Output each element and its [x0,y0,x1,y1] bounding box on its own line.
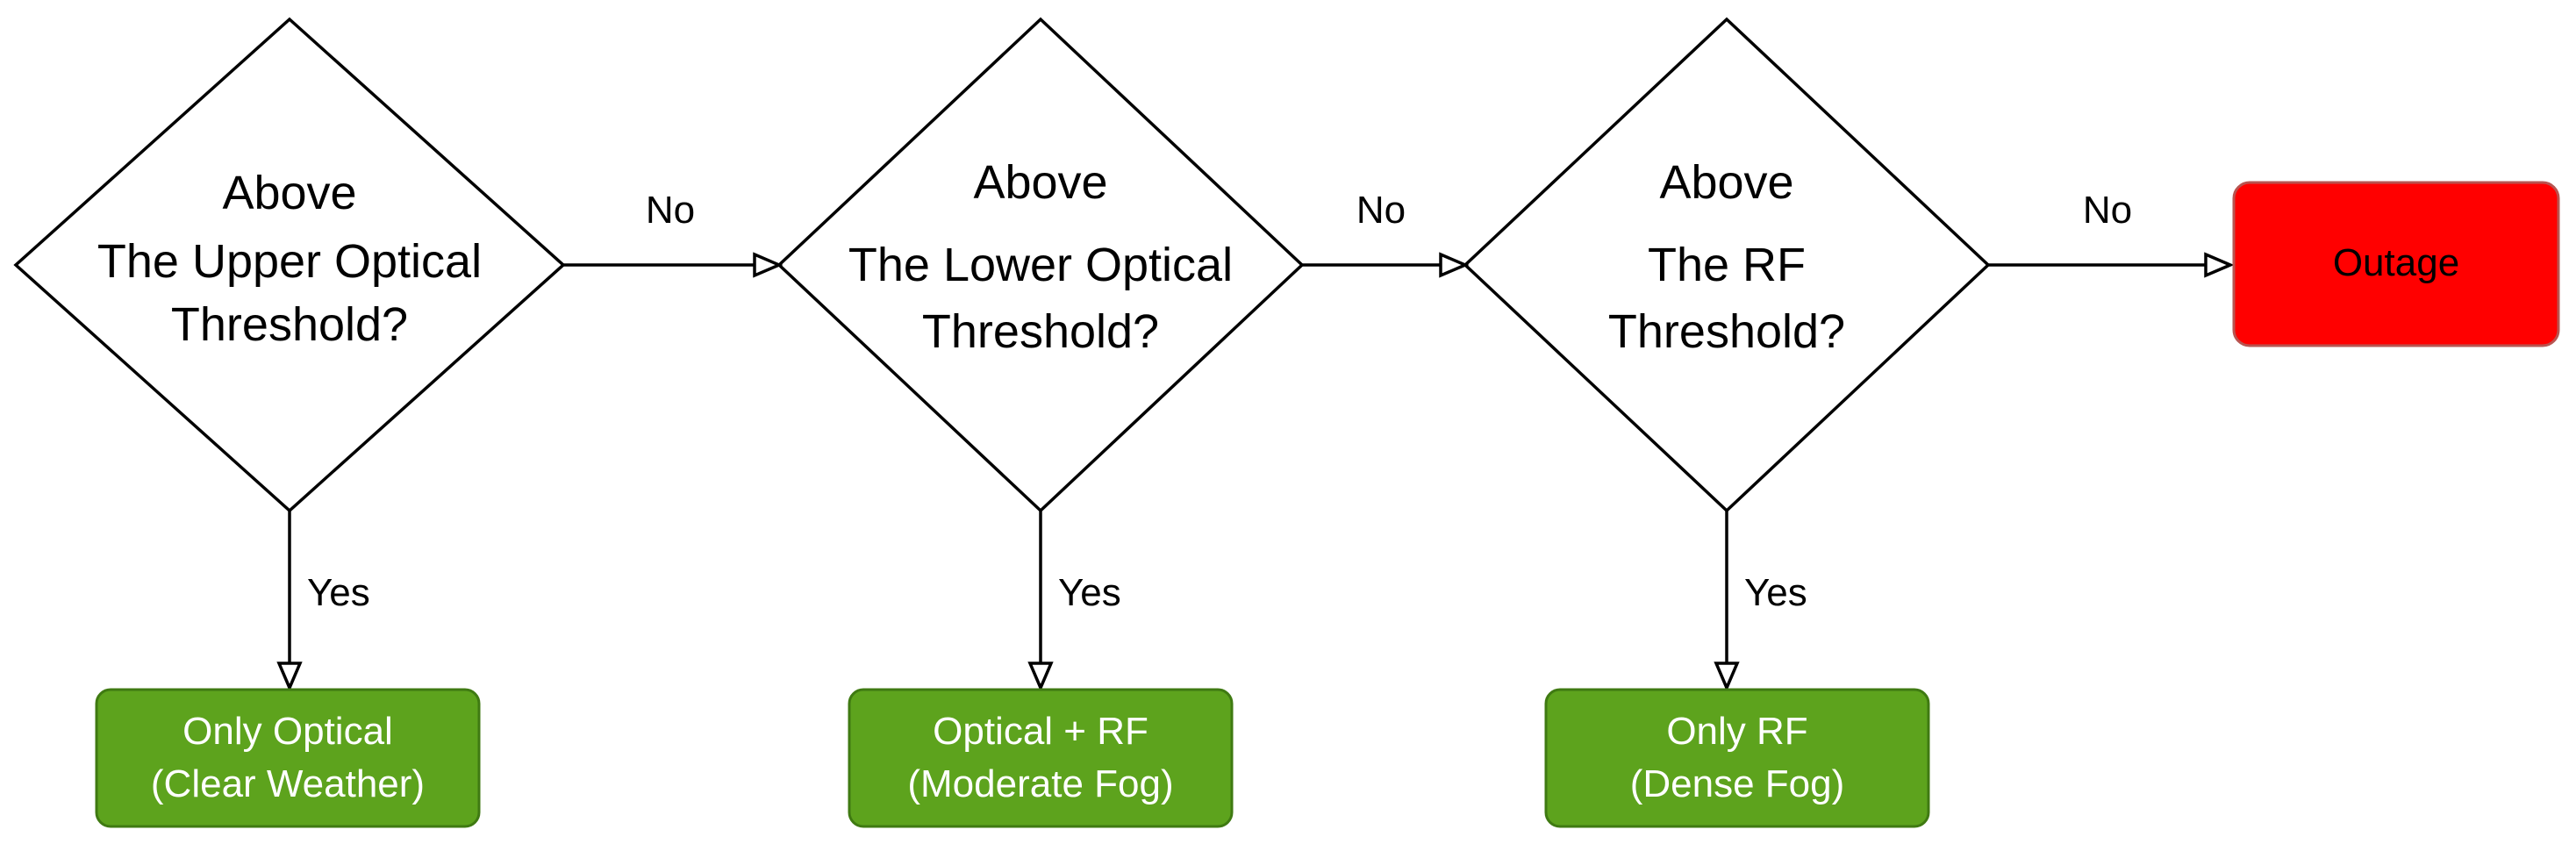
no-label: No [646,189,695,232]
no-label: No [1356,189,1406,232]
result-only-rf: Only RF (Dense Fog) [1544,688,1930,828]
result-box [1544,688,1930,828]
result-label-line: (Moderate Fog) [907,762,1173,805]
outage-terminal: Outage [2232,181,2560,347]
decision-label-line: Threshold? [171,298,408,351]
yes-label: Yes [307,571,370,614]
arrowhead-icon [1714,662,1740,692]
decision-label-line: The Upper Optical [97,235,482,288]
outage-label: Outage [2333,241,2459,284]
arrowhead-icon [276,662,303,692]
yes-edge-2: Yes [1027,511,1121,692]
result-label-line: (Dense Fog) [1630,762,1845,805]
result-box [848,688,1234,828]
outage-box [2232,181,2560,347]
yes-edge-3: Yes [1714,511,1807,692]
yes-label: Yes [1744,571,1807,614]
result-label-line: (Clear Weather) [151,762,425,805]
arrowhead-icon [2204,252,2235,278]
no-label: No [2083,189,2132,232]
decision-label-line: The RF [1648,239,1806,291]
yes-edge-1: Yes [276,511,370,692]
decision-upper-optical: Above The Upper Optical Threshold? [13,17,566,513]
decision-label-line: Threshold? [922,305,1159,358]
no-edge-1: No [563,189,784,278]
decision-label-line: Above [1659,156,1793,209]
decision-label-line: The Lower Optical [848,239,1233,291]
result-only-optical: Only Optical (Clear Weather) [95,688,481,828]
arrowhead-icon [1439,252,1470,278]
result-box [95,688,481,828]
decision-label-line: Threshold? [1608,305,1845,358]
result-label-line: Optical + RF [933,710,1148,753]
no-edge-2: No [1302,189,1470,278]
arrowhead-icon [753,252,784,278]
result-label-line: Only RF [1666,710,1807,753]
yes-label: Yes [1058,571,1121,614]
decision-label-line: Above [222,167,356,219]
decision-label-line: Above [973,156,1107,209]
arrowhead-icon [1027,662,1054,692]
result-label-line: Only Optical [182,710,393,753]
result-optical-rf: Optical + RF (Moderate Fog) [848,688,1234,828]
decision-rf: Above The RF Threshold? [1463,17,1991,513]
decision-lower-optical: Above The Lower Optical Threshold? [776,17,1305,513]
no-edge-3: No [1988,189,2235,278]
